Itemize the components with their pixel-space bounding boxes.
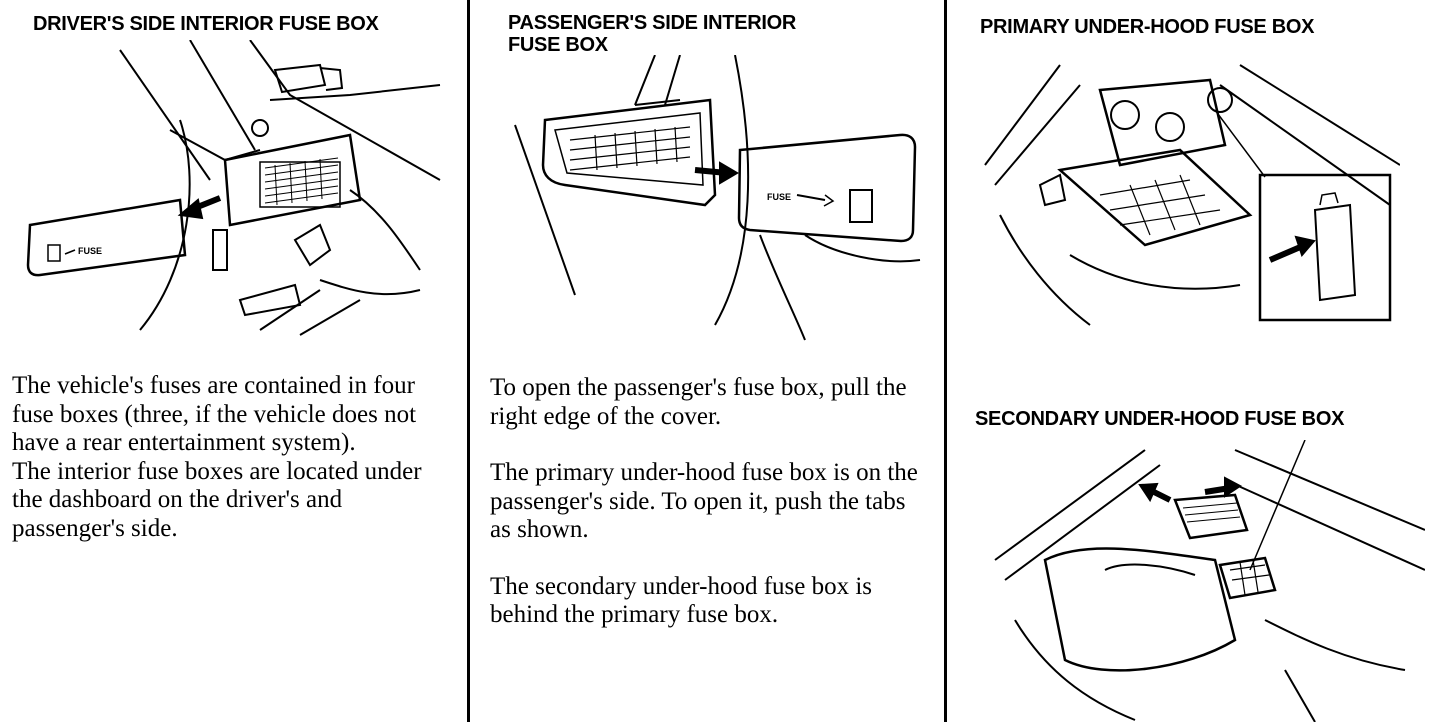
column-divider-2: [944, 0, 947, 722]
driver-paragraph-2: The interior fuse boxes are located unde…: [12, 457, 422, 542]
driver-fuse-box-heading: DRIVER'S SIDE INTERIOR FUSE BOX: [33, 13, 379, 35]
column-divider-1: [467, 0, 470, 722]
passenger-fuse-box-illustration: FUSE: [505, 55, 925, 345]
passenger-heading-line-2: FUSE BOX: [508, 34, 608, 56]
primary-under-hood-heading: PRIMARY UNDER-HOOD FUSE BOX: [980, 16, 1315, 38]
passenger-fuse-box-text: To open the passenger's fuse box, pull t…: [490, 374, 930, 630]
driver-cover-label: FUSE: [78, 246, 102, 256]
driver-paragraph-1: The vehicle's fuses are contained in fou…: [12, 372, 417, 456]
secondary-under-hood-illustration: [985, 440, 1425, 722]
passenger-cover-label: FUSE: [767, 192, 791, 202]
passenger-fuse-box-heading: PASSENGER'S SIDE INTERIOR FUSE BOX: [508, 12, 796, 56]
passenger-heading-line-1: PASSENGER'S SIDE INTERIOR: [508, 12, 797, 34]
secondary-under-hood-heading: SECONDARY UNDER-HOOD FUSE BOX: [975, 408, 1345, 430]
driver-fuse-box-text: The vehicle's fuses are contained in fou…: [12, 372, 452, 543]
passenger-paragraph-3: The secondary under-hood fuse box is beh…: [490, 572, 873, 629]
primary-under-hood-illustration: [980, 55, 1400, 335]
driver-fuse-box-illustration: FUSE: [20, 40, 450, 340]
passenger-paragraph-2: The primary under-hood fuse box is on th…: [490, 459, 918, 543]
passenger-paragraph-1: To open the passenger's fuse box, pull t…: [490, 374, 907, 430]
